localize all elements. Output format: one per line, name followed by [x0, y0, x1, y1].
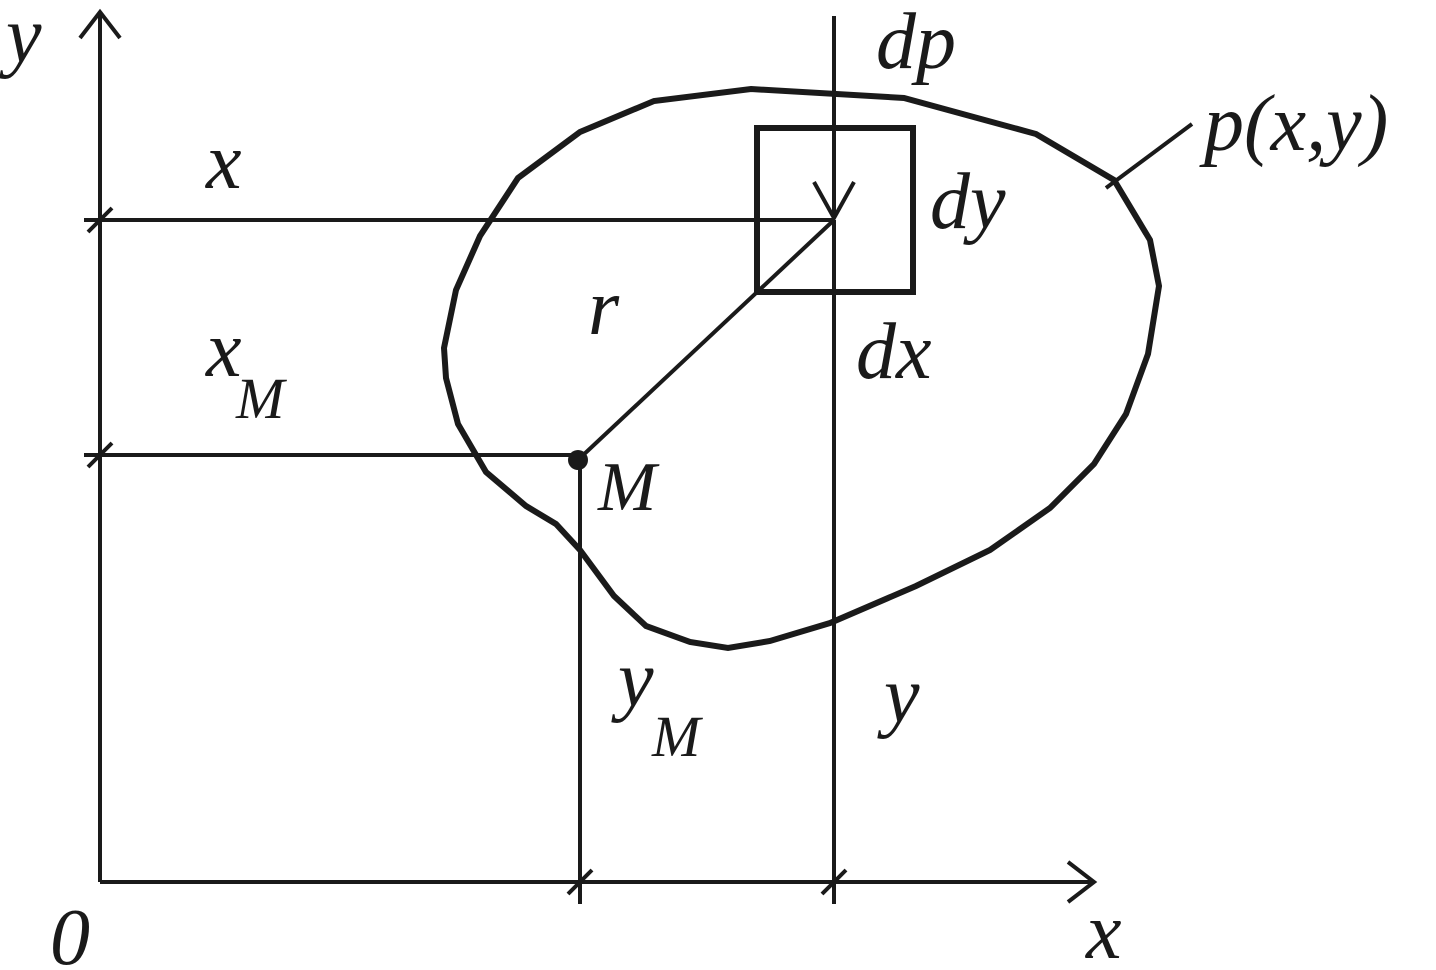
- r-label: r: [588, 264, 620, 352]
- coordinate-axes: [78, 8, 1098, 904]
- dp-label: dp: [876, 0, 956, 86]
- y-axis-arrowhead: [78, 8, 122, 40]
- x-axis-label: x: [1085, 888, 1122, 970]
- dimension-lines: [100, 122, 1194, 882]
- origin-label: 0: [50, 894, 90, 970]
- dx-label: dx: [856, 308, 932, 396]
- radius-line-r: [578, 218, 836, 460]
- x-m-label-subscript: M: [235, 366, 287, 431]
- x-axis-arrowhead: [1066, 860, 1098, 904]
- force-dp-arrowhead: [812, 181, 856, 223]
- dy-label: dy: [930, 158, 1006, 246]
- p-leader-line: [1104, 122, 1194, 190]
- x-dimension-label: x: [205, 118, 242, 206]
- tick-marks: [84, 206, 848, 904]
- point-m-dot: [568, 450, 588, 470]
- y-m-label-subscript: M: [651, 704, 703, 769]
- point-m-label: M: [597, 449, 660, 526]
- loaded-area-contour: [440, 85, 1163, 652]
- p-xy-label: p(x,y): [1199, 80, 1388, 168]
- y-m-label-main: y: [611, 636, 654, 724]
- x-m-label-main: x: [205, 306, 242, 394]
- y-dimension-label: y: [877, 652, 920, 740]
- y-axis-label: y: [0, 0, 42, 80]
- force-dp-arrow: [812, 16, 856, 223]
